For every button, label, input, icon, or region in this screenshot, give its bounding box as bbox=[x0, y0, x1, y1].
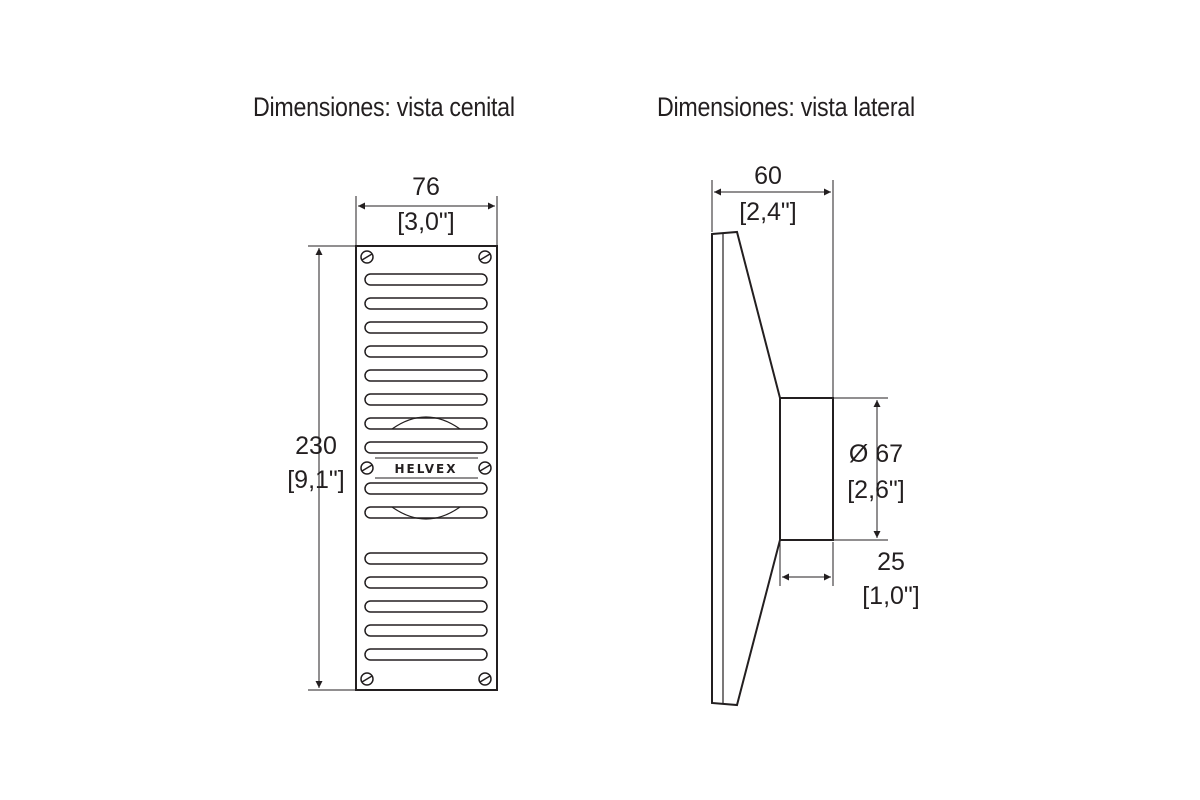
height-dimension bbox=[308, 245, 356, 691]
depth-dimension bbox=[711, 180, 834, 398]
diameter-dimension bbox=[833, 397, 888, 541]
top-view-title: Dimensiones: vista cenital bbox=[253, 92, 515, 122]
neck-dimension bbox=[779, 542, 834, 586]
depth-mm-label: 60 bbox=[754, 162, 782, 190]
side-view bbox=[711, 180, 888, 707]
drain-outline bbox=[391, 416, 461, 520]
screw-icon bbox=[360, 250, 492, 686]
width-in-label: [3,0"] bbox=[397, 208, 455, 236]
diameter-in-label: [2,6"] bbox=[847, 476, 905, 504]
grate-slots bbox=[364, 273, 488, 661]
height-mm-label: 230 bbox=[295, 432, 337, 460]
side-view-title: Dimensiones: vista lateral bbox=[657, 92, 915, 122]
drain-neck bbox=[779, 397, 834, 541]
helvex-logo: HELVEX bbox=[395, 462, 458, 476]
depth-in-label: [2,4"] bbox=[739, 198, 797, 226]
drain-profile bbox=[711, 230, 781, 707]
width-mm-label: 76 bbox=[412, 173, 440, 201]
width-dimension bbox=[355, 196, 498, 246]
diameter-mm-label: Ø 67 bbox=[849, 440, 903, 468]
top-view bbox=[308, 196, 498, 691]
grate-plate bbox=[355, 245, 498, 691]
height-in-label: [9,1"] bbox=[287, 466, 345, 494]
neck-in-label: [1,0"] bbox=[862, 582, 920, 610]
neck-mm-label: 25 bbox=[877, 548, 905, 576]
